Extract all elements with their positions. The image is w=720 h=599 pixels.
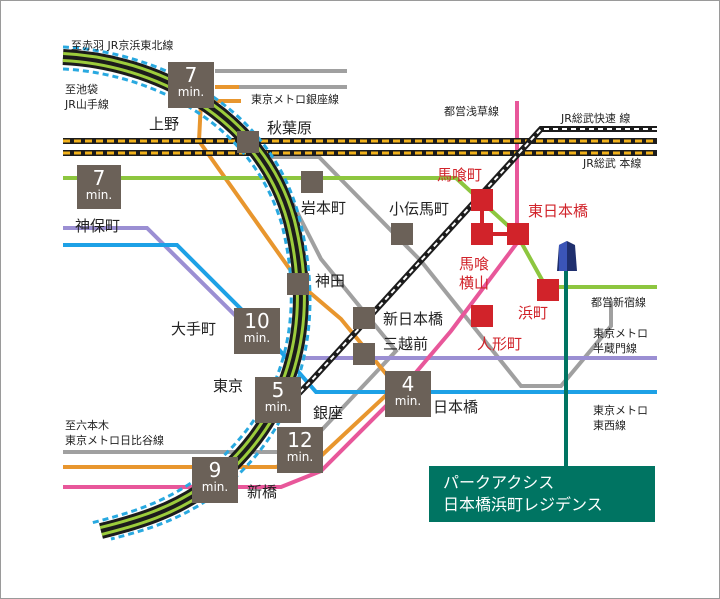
- station-shin-nihombashi: 新日本橋: [383, 310, 444, 328]
- property-callout: パークアクシス 日本橋浜町レジデンス: [429, 466, 655, 522]
- station-iwamotocho: 岩本町: [301, 199, 347, 217]
- station-ueno: 上野: [149, 115, 180, 133]
- label-sobu-rapid: JR総武快速 線: [561, 112, 631, 125]
- keihin-tohoku-line: [62, 67, 293, 525]
- station-shin-nihombashi-box: [353, 307, 375, 329]
- property-pointer: [564, 269, 568, 466]
- station-akihabara: 秋葉原: [267, 119, 313, 137]
- label-hanzomon: 東京メトロ半蔵門線: [593, 327, 648, 355]
- label-shinjuku: 都営新宿線: [591, 296, 646, 309]
- station-jimbocho: 神保町: [75, 217, 121, 235]
- station-kodenmacho: 小伝馬町: [389, 200, 450, 218]
- hibiya-line: [63, 69, 613, 454]
- label-tozai: 東京メトロ東西線: [593, 404, 648, 432]
- station-bakuro-yokoyama-box: [471, 223, 493, 245]
- station-kanda-box: [287, 273, 309, 295]
- station-kodenmacho-box: [391, 223, 413, 245]
- label-ginza-line: 東京メトロ銀座線: [251, 93, 339, 106]
- station-hamacho: 浜町: [518, 304, 549, 322]
- station-akihabara-box: [237, 131, 259, 153]
- station-nihombashi: 日本橋: [433, 398, 479, 416]
- station-ningyocho-box: [471, 305, 493, 327]
- station-mitsukoshimae-box: [353, 343, 375, 365]
- label-keihin-tohoku: 至赤羽 JR京浜東北線: [71, 39, 174, 52]
- station-kanda: 神田: [315, 272, 346, 290]
- station-higashi-nihombashi-box: [507, 223, 529, 245]
- station-shimbashi: 新橋: [247, 483, 278, 501]
- label-sobu-local: JR総武 本線: [583, 157, 642, 170]
- property-name-line2: 日本橋浜町レジデンス: [443, 495, 603, 514]
- station-ginza: 銀座: [313, 404, 344, 422]
- station-bakurocho: 馬喰町: [437, 166, 483, 184]
- station-higashi-nihombashi: 東日本橋: [528, 202, 589, 220]
- station-bakurocho-box: [471, 189, 493, 211]
- property-name-line1: パークアクシス: [443, 473, 555, 492]
- station-mitsukoshimae: 三越前: [383, 335, 429, 353]
- label-asakusa: 都営浅草線: [444, 105, 499, 118]
- yamanote-line: [62, 49, 309, 539]
- station-otemachi: 大手町: [171, 320, 217, 338]
- station-ningyocho: 人形町: [477, 335, 523, 353]
- station-iwamotocho-box: [301, 171, 323, 193]
- station-hamacho-box: [537, 279, 559, 301]
- station-bakuro-yokoyama: 馬喰横山: [459, 255, 490, 292]
- station-tokyo: 東京: [213, 377, 244, 395]
- label-hibiya: 至六本木東京メトロ日比谷線: [65, 419, 164, 447]
